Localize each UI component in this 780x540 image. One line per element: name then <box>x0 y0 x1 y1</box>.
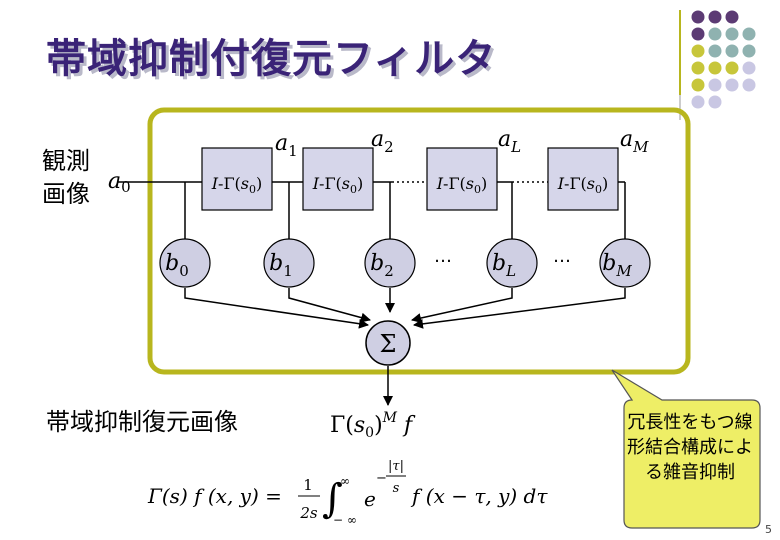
decorative-dot <box>691 95 705 109</box>
a-label-2: a2 <box>371 127 394 156</box>
decorative-dot <box>742 78 756 92</box>
decorative-dot <box>725 10 739 24</box>
b-node-label: bL <box>492 251 516 280</box>
filter-block-label: I-Γ(s0) <box>436 174 488 196</box>
b-node-0: b0 <box>159 238 211 288</box>
decorative-dot <box>691 27 705 41</box>
formula: Γ(s) f (x, y) = 1 2s ∫ ∞ − ∞ e − |τ| s f… <box>147 459 548 527</box>
decorative-dot <box>725 61 739 75</box>
input-coefficient: a0 <box>108 169 131 196</box>
callout-bubble <box>611 369 761 529</box>
decorative-dot <box>708 61 722 75</box>
formula-int-lower: − ∞ <box>333 513 357 527</box>
decorative-dot <box>725 27 739 41</box>
formula-lhs: Γ(s) f (x, y) = <box>147 484 282 508</box>
b-node-label: b0 <box>165 251 189 280</box>
ellipsis-between-bL-bM: … <box>553 246 571 267</box>
ellipsis-between-b2-bL: … <box>434 246 452 267</box>
filter-block-label: I-Γ(s0) <box>557 174 609 196</box>
decorative-dot <box>691 10 705 24</box>
sum-node <box>365 320 411 366</box>
decorative-dot <box>691 44 705 58</box>
chain-lines <box>118 181 626 240</box>
filter-block-label: I-Γ(s0) <box>312 174 364 196</box>
sum-symbol: Σ <box>380 330 397 358</box>
formula-frac-num: 1 <box>303 476 313 494</box>
input-label-line2: 画像 <box>42 180 90 208</box>
formula-frac-den: 2s <box>299 504 318 522</box>
formula-int-upper: ∞ <box>340 474 350 488</box>
formula-exp-den: s <box>393 481 400 496</box>
output-label: 帯域抑制復元画像 <box>46 408 238 436</box>
filter-block-3: I-Γ(s0) <box>426 147 498 211</box>
a-label-1: a1 <box>275 131 298 160</box>
input-label-line1: 観測 <box>42 147 90 175</box>
b-node-label: b1 <box>269 251 293 280</box>
b-node-label: b2 <box>370 251 394 280</box>
decorative-dot <box>691 61 705 75</box>
input-label: 観測 画像 <box>42 145 112 211</box>
page-number: 5 <box>765 523 772 536</box>
decorative-dot <box>742 61 756 75</box>
decorative-dot <box>708 27 722 41</box>
formula-exp-base: e <box>364 487 376 511</box>
filter-block-2: I-Γ(s0) <box>302 147 374 211</box>
b-node-M: bM <box>599 238 651 288</box>
arrows-to-sum <box>184 288 626 406</box>
decorative-dot <box>708 44 722 58</box>
callout-text: 冗長性をもつ線形結合構成による雑音抑制 <box>627 412 753 483</box>
decorative-dot <box>725 78 739 92</box>
decorative-dot <box>742 27 756 41</box>
a-label-M: aM <box>620 127 649 156</box>
slide-title: 帯域抑制付復元フィルタ <box>46 36 497 82</box>
output-expression: Γ(s0)M f <box>330 410 416 441</box>
a-label-L: aL <box>498 127 521 156</box>
b-node-label: bM <box>602 251 632 280</box>
decorative-dot <box>691 78 705 92</box>
b-node-1: b1 <box>263 238 315 288</box>
decorative-dot <box>708 10 722 24</box>
decorative-dot <box>708 78 722 92</box>
decorative-dot <box>742 44 756 58</box>
decorative-dot <box>725 44 739 58</box>
filter-block-1: I-Γ(s0) <box>201 147 273 211</box>
b-node-2: b2 <box>364 238 416 288</box>
integral-sign: ∫ <box>322 476 343 522</box>
formula-exp-minus: − <box>376 471 387 486</box>
b-node-L: bL <box>486 238 538 288</box>
decorative-dot <box>708 95 722 109</box>
filter-block-label: I-Γ(s0) <box>211 174 263 196</box>
filter-block-4: I-Γ(s0) <box>547 147 619 211</box>
formula-exp-num: |τ| <box>388 459 404 474</box>
diagram-frame <box>147 107 691 375</box>
formula-rhs: f (x − τ, y) dτ <box>410 484 548 508</box>
